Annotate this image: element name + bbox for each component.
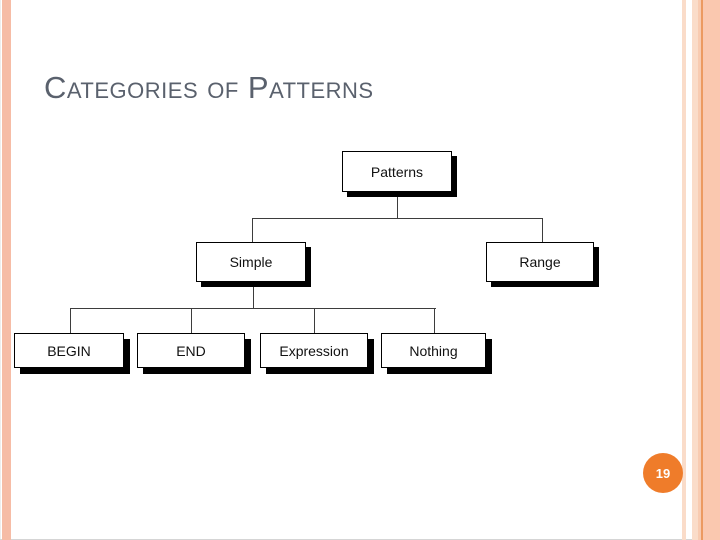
right-border-stripe-5 xyxy=(703,0,720,540)
connector-line xyxy=(314,309,315,333)
connector-line xyxy=(253,287,254,308)
connector-line xyxy=(434,309,435,333)
slide-title: Categories of Patterns xyxy=(44,70,374,105)
tree-node-nothing: Nothing xyxy=(381,333,486,368)
connector-line xyxy=(70,308,436,309)
right-border-stripe-2 xyxy=(692,0,698,540)
tree-node-range: Range xyxy=(486,242,594,282)
tree-node-patterns: Patterns xyxy=(342,151,452,192)
connector-line xyxy=(191,309,192,333)
connector-line xyxy=(252,218,543,219)
connector-line xyxy=(252,219,253,242)
left-border-stripe xyxy=(2,0,11,540)
tree-node-expression: Expression xyxy=(260,333,368,368)
connector-line xyxy=(542,219,543,242)
tree-node-simple: Simple xyxy=(196,242,306,282)
connector-line xyxy=(397,197,398,218)
tree-node-begin: BEGIN xyxy=(14,333,124,368)
right-border-stripe-3 xyxy=(698,0,701,540)
tree-node-end: END xyxy=(137,333,245,368)
connector-line xyxy=(70,309,71,333)
right-border-stripe-1 xyxy=(682,0,686,540)
page-number-badge: 19 xyxy=(643,453,683,493)
right-border-stripe-4 xyxy=(701,0,703,540)
